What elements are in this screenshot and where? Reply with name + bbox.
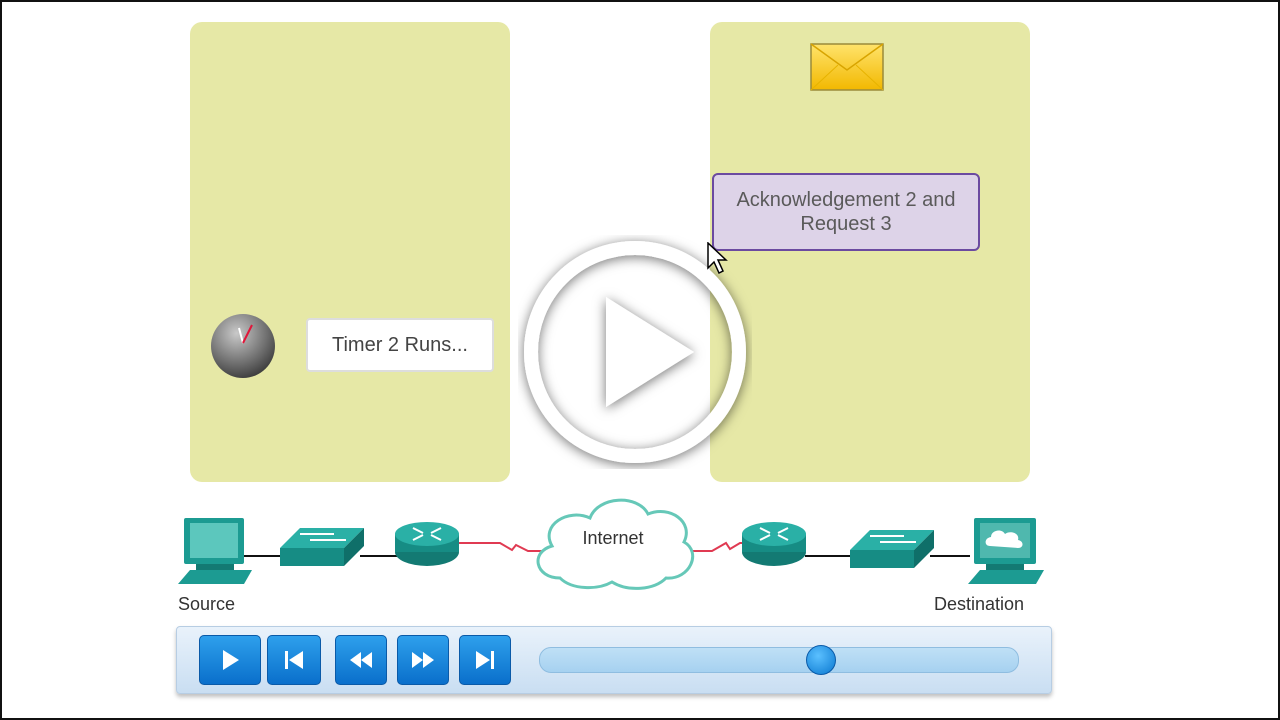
progress-track[interactable] (539, 645, 1019, 675)
switch-right-icon (850, 530, 934, 568)
switch-left-icon (280, 528, 364, 566)
router-right-icon (742, 522, 806, 566)
mouse-cursor-icon (707, 242, 728, 275)
acknowledgement-message: Acknowledgement 2 and Request 3 (712, 173, 980, 251)
fast-forward-icon (412, 652, 434, 668)
skip-to-start-button[interactable] (267, 635, 321, 685)
play-overlay-icon[interactable] (518, 235, 752, 469)
play-icon (223, 650, 239, 670)
destination-server-icon (968, 518, 1044, 584)
skip-to-end-button[interactable] (459, 635, 511, 685)
progress-thumb[interactable] (806, 645, 836, 675)
router-left-icon (395, 522, 459, 566)
source-label: Source (178, 594, 236, 614)
skip-to-start-icon (285, 651, 303, 669)
internet-label: Internet (582, 528, 644, 548)
envelope-icon (810, 43, 884, 91)
source-computer-icon (178, 518, 252, 584)
acknowledgement-text: Acknowledgement 2 and Request 3 (736, 189, 956, 235)
timer-status-text: Timer 2 Runs... (332, 333, 468, 356)
clock-icon (211, 314, 275, 378)
timer-status-label: Timer 2 Runs... (306, 318, 494, 372)
internet-cloud-icon (536, 498, 695, 590)
rewind-button[interactable] (335, 635, 387, 685)
destination-label: Destination (934, 594, 1025, 614)
fast-forward-button[interactable] (397, 635, 449, 685)
skip-to-end-icon (476, 651, 494, 669)
rewind-icon (350, 652, 372, 668)
play-button[interactable] (199, 635, 261, 685)
media-controls (176, 626, 1052, 694)
destination-panel (710, 22, 1030, 482)
source-panel (190, 22, 510, 482)
